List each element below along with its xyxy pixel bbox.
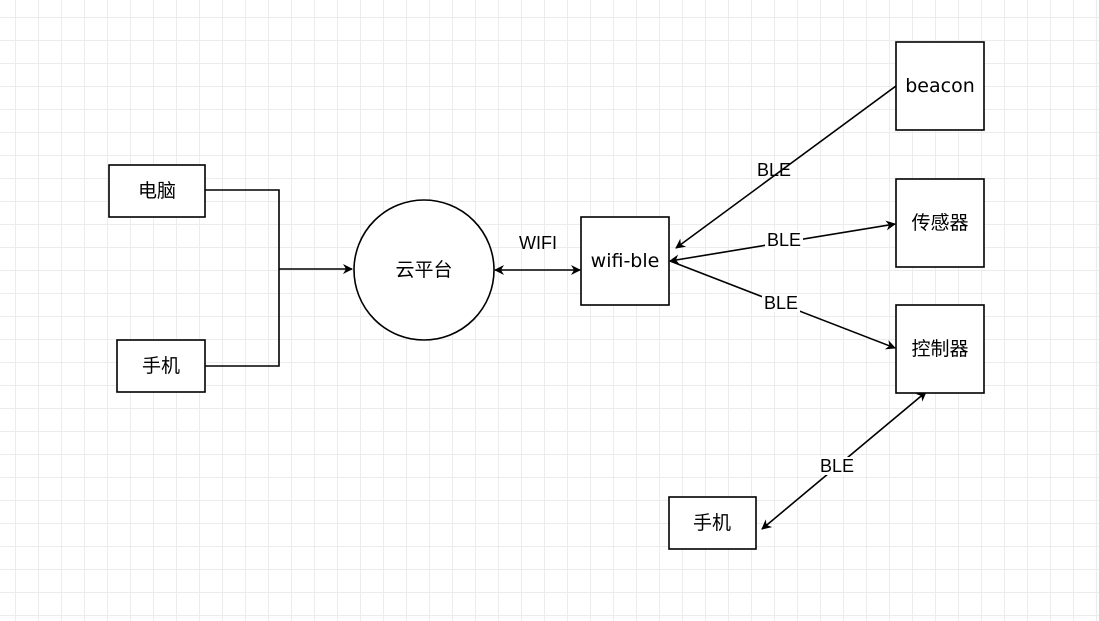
edge-label-beacon-wifi: BLE — [757, 160, 791, 180]
node-cloud-platform-label: 云平台 — [395, 259, 452, 281]
node-phone-bottom-label: 手机 — [693, 512, 731, 534]
node-phone-left-label: 手机 — [142, 355, 180, 377]
node-sensor-label: 传感器 — [911, 212, 968, 234]
node-sensor[interactable]: 传感器 — [895, 178, 985, 268]
connector-computer-to-junction — [205, 189, 280, 269]
node-beacon-label: beacon — [905, 75, 975, 97]
edge-label-cloud-wifi: WIFI — [519, 233, 557, 253]
edge-label-controller-phone: BLE — [820, 456, 854, 476]
node-computer[interactable]: 电脑 — [108, 164, 206, 218]
node-computer-label: 电脑 — [138, 180, 176, 202]
edge-label-wifi-controller: BLE — [764, 293, 798, 313]
node-controller[interactable]: 控制器 — [895, 304, 985, 394]
node-wifi-ble-label: wifi-ble — [591, 250, 660, 272]
node-cloud-platform[interactable]: 云平台 — [353, 199, 495, 341]
connector-phone-to-junction — [205, 269, 280, 367]
node-phone-bottom[interactable]: 手机 — [668, 496, 757, 550]
node-wifi-ble[interactable]: wifi-ble — [580, 216, 670, 306]
node-phone-left[interactable]: 手机 — [116, 339, 206, 393]
node-controller-label: 控制器 — [911, 338, 968, 360]
node-beacon[interactable]: beacon — [895, 41, 985, 131]
edge-label-wifi-sensor: BLE — [767, 230, 801, 250]
